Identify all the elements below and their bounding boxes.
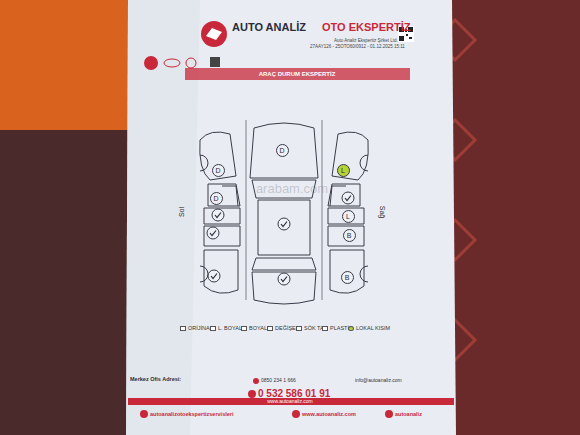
paper-shade bbox=[126, 0, 200, 435]
check-marks bbox=[207, 192, 354, 285]
footer-strip bbox=[128, 398, 454, 405]
web-icon bbox=[292, 410, 300, 418]
paper-sheet bbox=[126, 0, 456, 435]
car-diagram bbox=[200, 120, 369, 304]
brand-title: AUTO ANALİZ bbox=[232, 21, 306, 33]
logo-mark bbox=[206, 28, 222, 40]
part-marker: D bbox=[276, 144, 289, 157]
legend-text: LOKAL KISIM bbox=[356, 325, 390, 331]
brand-subtitle: OTO EKSPERTİZ bbox=[322, 21, 410, 33]
part-marker: D bbox=[212, 164, 225, 177]
legend-item: L. BOYALI bbox=[210, 325, 244, 331]
company-line: Auto Analiz Ekspertiz Şirket Ltd. bbox=[334, 39, 398, 44]
legend-box bbox=[241, 326, 247, 331]
legend-box bbox=[296, 326, 302, 331]
website: www.autoanaliz.com bbox=[302, 411, 356, 417]
legend-swatch bbox=[348, 326, 354, 331]
part-letter: L bbox=[341, 167, 345, 174]
legend-item: ORİJİNAL bbox=[180, 325, 213, 331]
badge bbox=[144, 56, 158, 70]
part-letter: L bbox=[346, 213, 350, 220]
email: info@autoanaliz.com bbox=[355, 378, 402, 384]
logo-circle bbox=[201, 21, 227, 47]
legend-box bbox=[180, 326, 186, 331]
phone-icon bbox=[248, 390, 256, 398]
dark-cloth bbox=[0, 130, 135, 435]
part-marker: B bbox=[341, 271, 354, 284]
legend-box bbox=[210, 326, 216, 331]
part-letter: B bbox=[345, 274, 350, 281]
legend-box bbox=[267, 326, 273, 331]
banner-title: ARAÇ DURUM EKSPERTİZ bbox=[259, 71, 336, 78]
report-id: 27AAY126 - 25OTO60/0912 - 01.12.2025 15:… bbox=[310, 45, 405, 50]
part-marker: L bbox=[342, 210, 355, 223]
legend-box bbox=[322, 326, 328, 331]
legend-text: L. BOYALI bbox=[218, 325, 244, 331]
patterned-cloth bbox=[440, 0, 580, 435]
part-letter: D bbox=[215, 167, 220, 174]
side-label: Sol bbox=[178, 207, 186, 217]
part-marker: L bbox=[337, 164, 350, 177]
watermark: arabam.com bbox=[256, 182, 328, 196]
instagram-icon bbox=[385, 410, 393, 418]
legend-item: LOKAL KISIM bbox=[348, 325, 390, 331]
badge bbox=[210, 57, 220, 67]
social-handle: autoanaliz bbox=[395, 411, 422, 417]
legend-item: BOYALI bbox=[241, 325, 268, 331]
part-marker: B bbox=[343, 229, 356, 242]
title-banner bbox=[185, 68, 410, 80]
side-label: Sağ bbox=[378, 206, 386, 218]
office-heading: Merkez Ofis Adresi: bbox=[130, 376, 181, 382]
part-letter: D bbox=[279, 147, 284, 154]
phone-number: 0 532 586 01 91 bbox=[258, 388, 330, 399]
phone-number: 0850 234 1 666 bbox=[261, 378, 296, 384]
website: www.autoanaliz.com bbox=[267, 399, 313, 405]
legend-text: BOYALI bbox=[249, 325, 268, 331]
social-handle: autoanalizotoekspertizservisleri bbox=[150, 411, 233, 417]
part-letter: B bbox=[347, 232, 352, 239]
badge bbox=[164, 59, 180, 67]
part-letter: D bbox=[213, 195, 218, 202]
phone-icon bbox=[253, 378, 259, 384]
legend-item: DEĞİŞEN bbox=[267, 325, 300, 331]
facebook-icon bbox=[140, 410, 148, 418]
part-marker: D bbox=[210, 192, 223, 205]
badge bbox=[186, 58, 196, 68]
